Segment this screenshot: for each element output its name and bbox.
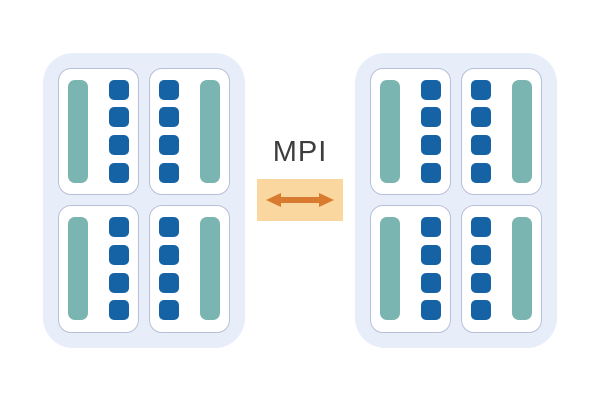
core-square (109, 244, 129, 265)
node-right-socket-3 (461, 205, 542, 333)
node-left-socket-0 (58, 67, 139, 195)
mpi-label: MPI (272, 136, 328, 168)
core-square (471, 300, 491, 321)
memory-bar (200, 79, 220, 183)
memory-bar (200, 217, 220, 321)
core-column (471, 217, 491, 321)
core-column (159, 217, 179, 321)
compute-node-left (43, 52, 245, 348)
core-square (421, 300, 441, 321)
node-right-socket-1 (461, 67, 542, 195)
node-right-socket-2 (370, 205, 451, 333)
core-square (421, 107, 441, 128)
core-square (421, 162, 441, 183)
core-column (471, 79, 491, 183)
core-square (109, 79, 129, 100)
node-left-socket-3 (149, 205, 230, 333)
memory-bar (512, 217, 532, 321)
core-square (471, 79, 491, 100)
core-column (109, 217, 129, 321)
core-square (109, 217, 129, 238)
memory-bar (512, 79, 532, 183)
core-column (421, 79, 441, 183)
core-square (159, 272, 179, 293)
core-square (109, 272, 129, 293)
core-square (109, 162, 129, 183)
core-square (471, 217, 491, 238)
core-square (109, 107, 129, 128)
compute-node-right (355, 52, 557, 348)
core-square (159, 162, 179, 183)
memory-bar (380, 217, 400, 321)
core-square (471, 244, 491, 265)
memory-bar (68, 217, 88, 321)
memory-bar (380, 79, 400, 183)
core-square (159, 79, 179, 100)
core-square (421, 135, 441, 156)
core-column (421, 217, 441, 321)
core-square (159, 217, 179, 238)
core-square (421, 272, 441, 293)
core-square (159, 135, 179, 156)
core-square (471, 272, 491, 293)
core-square (471, 162, 491, 183)
core-square (421, 244, 441, 265)
node-left-socket-2 (58, 205, 139, 333)
core-square (159, 107, 179, 128)
core-column (109, 79, 129, 183)
mpi-arrow-box (257, 179, 343, 221)
core-square (471, 135, 491, 156)
double-headed-arrow-icon (266, 193, 334, 207)
core-column (159, 79, 179, 183)
core-square (109, 135, 129, 156)
core-square (159, 300, 179, 321)
node-left-socket-1 (149, 67, 230, 195)
core-square (109, 300, 129, 321)
memory-bar (68, 79, 88, 183)
core-square (421, 217, 441, 238)
core-square (421, 79, 441, 100)
node-right-socket-0 (370, 67, 451, 195)
core-square (471, 107, 491, 128)
core-square (159, 244, 179, 265)
mpi-connector: MPI (245, 53, 355, 348)
